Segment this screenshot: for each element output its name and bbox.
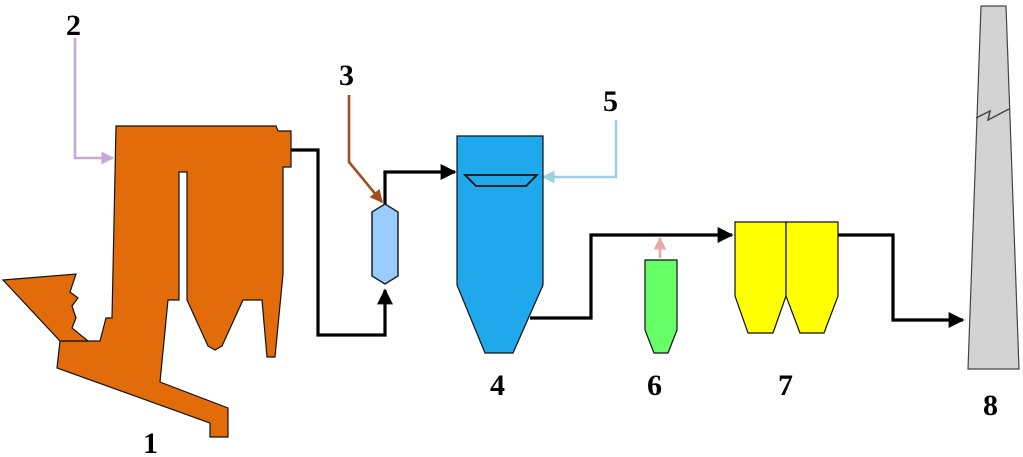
label-absorber: 4 (490, 369, 505, 402)
flue-line-boiler-to-reactor (291, 148, 393, 337)
sorbent-silo (644, 259, 678, 354)
label-stack: 8 (983, 389, 998, 422)
water-inlet-line (541, 120, 618, 184)
chimney-stack (967, 5, 1020, 370)
label-sorbent-silo: 6 (647, 369, 662, 402)
stack-break-mark (975, 108, 1010, 122)
additive-inlet-line (347, 95, 384, 204)
label-water-inlet: 5 (603, 85, 618, 118)
bag-filter (734, 221, 839, 334)
absorber-spray-tray (462, 174, 540, 187)
boiler (1, 125, 292, 438)
flue-line-filter-to-stack (838, 233, 965, 328)
absorber-tower (456, 135, 544, 354)
reactor-vessel (371, 203, 399, 285)
flue-line-reactor-to-absorber (383, 164, 457, 205)
label-additive-inlet: 3 (339, 59, 354, 92)
label-air-inlet: 2 (66, 9, 81, 42)
flue-line-absorber-to-filter (530, 227, 734, 320)
label-bag-filter: 7 (778, 369, 793, 402)
air-inlet-line (73, 38, 115, 165)
label-boiler: 1 (143, 427, 158, 457)
